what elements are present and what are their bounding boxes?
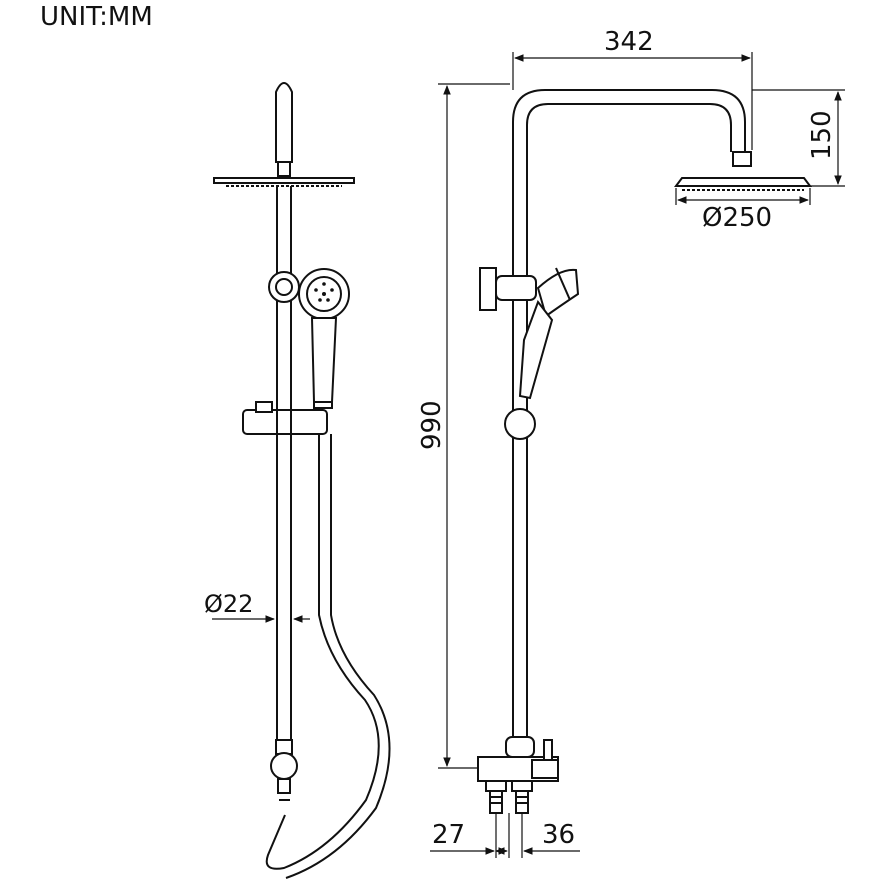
side-inlet-right (511, 780, 533, 814)
side-holder (479, 267, 537, 311)
front-hose (265, 434, 380, 870)
front-slider-holder (242, 401, 328, 435)
front-head-connector (277, 161, 291, 177)
side-rain-head (674, 177, 812, 191)
unit-label: UNIT:MM (40, 2, 153, 32)
total-height-dimension: 990 (417, 83, 510, 769)
head-diameter-label: Ø250 (702, 203, 772, 233)
total-height-label: 990 (417, 400, 447, 450)
head-drop-dimension: 150 (752, 89, 845, 187)
top-width-dimension: 342 (512, 27, 753, 150)
front-hand-shower (268, 268, 350, 409)
inlet-left-label: 27 (432, 820, 465, 850)
head-drop-label: 150 (807, 110, 837, 160)
front-extension-cap (275, 82, 293, 163)
side-hand-shower (518, 267, 580, 400)
inlet-dimensions: 27 36 (430, 813, 580, 858)
head-diameter-dimension: Ø250 (675, 188, 811, 233)
front-view: Ø22 (204, 82, 391, 879)
side-inlet-left (485, 780, 507, 814)
side-slider-knob (504, 408, 536, 440)
front-diverter (270, 739, 298, 801)
rail-diameter-label: Ø22 (204, 590, 253, 618)
rail-diameter-dimension: Ø22 (204, 590, 310, 623)
side-outer-pipe (512, 89, 746, 745)
side-valve-body (477, 736, 559, 814)
side-inner-pipe (526, 103, 732, 745)
top-width-label: 342 (604, 27, 654, 57)
front-rain-head (213, 177, 355, 187)
side-view: 342 150 Ø250 990 (417, 27, 845, 858)
side-head-connector (732, 151, 752, 167)
inlet-right-label: 36 (542, 820, 575, 850)
